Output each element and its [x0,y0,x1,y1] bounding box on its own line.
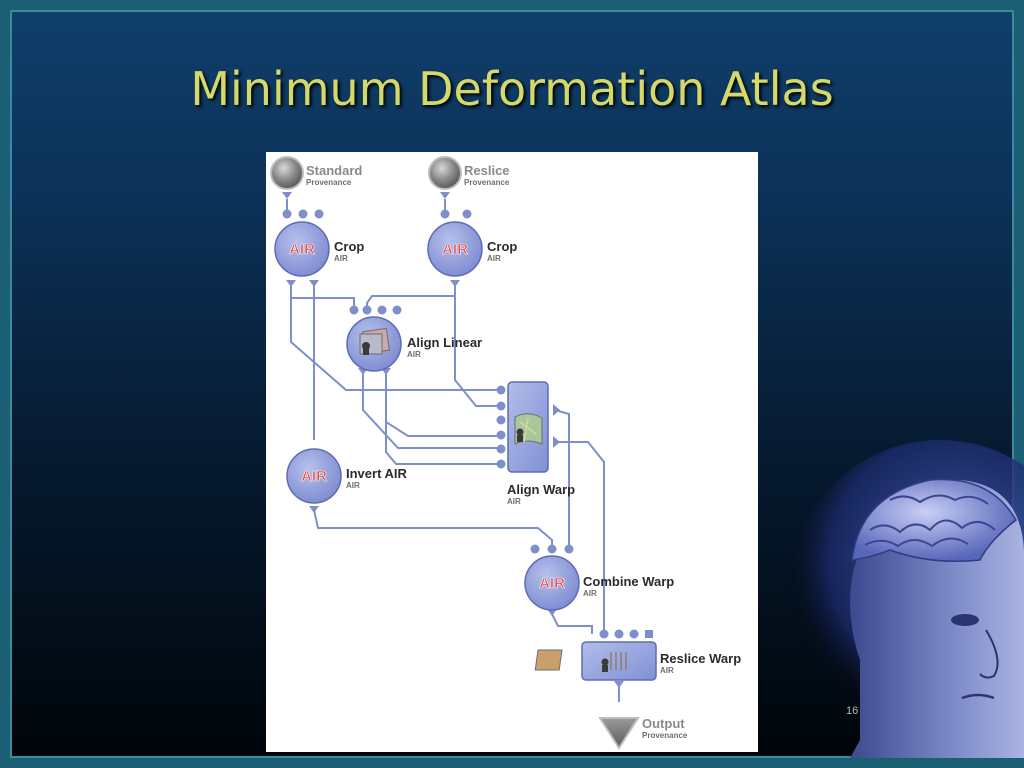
edge-crop2-alignlinear [366,286,456,307]
reslice-provenance-node[interactable] [428,156,462,190]
align-linear-node[interactable] [346,316,402,372]
align-warp-sub: AIR [507,497,521,506]
warped-map-icon [514,413,543,445]
combine-warp-name: Combine Warp [583,574,675,589]
edge-alignlinear-alignwarp-a [362,374,500,449]
grey-sphere-icon [428,156,462,190]
air-badge: AIR [289,241,315,258]
align-warp-label: Align Warp AIR [507,483,575,506]
invert-air-label: Invert AIR AIR [346,467,407,490]
align-linear-sub: AIR [407,350,421,359]
edge-alignlinear-alignwarp-c [385,374,500,465]
workflow-diagram: AIR AIR [266,152,758,752]
standard-provenance-node[interactable] [270,156,304,190]
crop2-label: Crop AIR [487,240,517,263]
standard-label: Standard Provenance [306,164,362,187]
reslice-warp-node[interactable] [534,641,657,681]
edge-alignwarp-combinewarp [554,409,570,552]
align-linear-label: Align Linear AIR [407,336,482,359]
edge-alignwarp-reslicewarp [555,441,605,634]
align-linear-name: Align Linear [407,335,483,350]
air-badge: AIR [539,575,565,592]
stacked-slices-icon [359,327,390,355]
brain-head-illustration [790,440,1024,758]
crop1-sub: AIR [334,254,348,263]
reslice-sub: Provenance [464,178,510,187]
output-name: Output [642,716,685,731]
reslice-warp-name: Reslice Warp [660,651,742,666]
align-warp-node[interactable] [507,381,549,473]
align-warp-name: Align Warp [507,482,576,497]
crop-node-2[interactable]: AIR [427,221,483,277]
combine-warp-node[interactable]: AIR [524,555,580,611]
standard-sub: Provenance [306,178,352,187]
grey-sphere-icon [270,156,304,190]
crop1-label: Crop AIR [334,240,364,263]
air-badge: AIR [442,241,468,258]
down-triangle-icon [598,717,640,750]
edges [286,199,620,702]
reslice-warp-sub: AIR [660,666,674,675]
invert-air-sub: AIR [346,481,360,490]
crop2-sub: AIR [487,254,501,263]
output-sub: Provenance [642,731,688,740]
slide-title: Minimum Deformation Atlas [190,62,834,116]
air-badge: AIR [301,468,327,485]
page-number: 16 [846,705,859,717]
crop-node-1[interactable]: AIR [274,221,330,277]
combine-warp-sub: AIR [583,589,597,598]
crop1-name: Crop [334,239,365,254]
invert-air-name: Invert AIR [346,466,407,481]
edge-crop1-alignlinear [290,286,355,307]
reslice-warp-label: Reslice Warp AIR [660,652,741,675]
input-ports [282,209,653,639]
output-node[interactable] [598,717,640,750]
standard-name: Standard [306,163,363,178]
output-label: Output Provenance [642,717,687,740]
invert-air-node[interactable]: AIR [286,448,342,504]
combine-warp-label: Combine Warp AIR [583,575,674,598]
edge-crop2-alignwarp [454,286,500,407]
crop2-name: Crop [487,239,518,254]
reslice-label: Reslice Provenance [464,164,510,187]
reslice-name: Reslice [464,163,510,178]
reslice-grid-icon [534,649,627,672]
diagram-canvas: AIR AIR [270,156,657,750]
edge-invertair-combinewarp [313,509,553,552]
edge-crop1-alignwarp [290,286,500,391]
edge-combinewarp-reslicewarp [551,613,593,634]
